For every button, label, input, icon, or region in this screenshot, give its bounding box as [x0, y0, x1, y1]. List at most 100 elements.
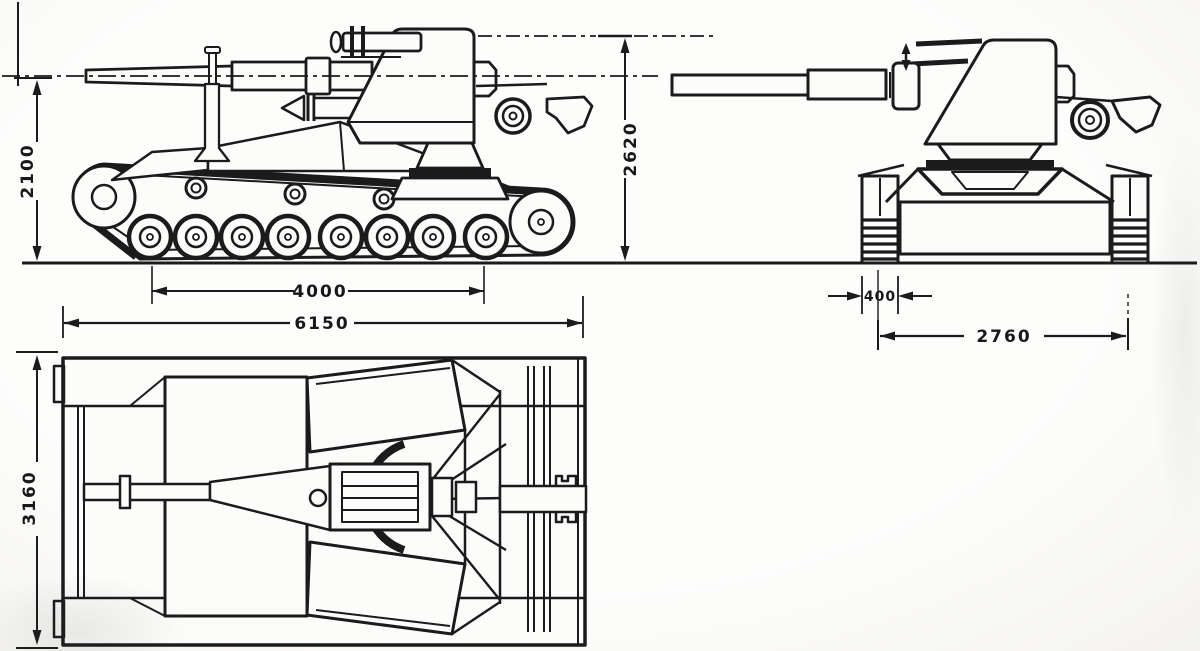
travel-lock-upper — [208, 51, 217, 85]
rear-step — [474, 60, 498, 98]
plan-rear-beam — [498, 474, 588, 524]
arrowhead-icon — [898, 291, 913, 301]
dimension-overall-width: 2760 — [877, 270, 1129, 350]
recoil-bar-lower — [911, 58, 969, 67]
recuperator-cone — [280, 94, 306, 122]
spade-outer-diag — [451, 600, 501, 636]
road-wheel — [465, 216, 507, 258]
recoil-bar-upper — [915, 38, 983, 47]
roof-box-brace — [129, 376, 166, 407]
tow-beam — [498, 484, 588, 514]
arrowhead-icon — [469, 286, 484, 296]
rear-wheel-ring — [1077, 107, 1103, 133]
dim-tick — [877, 318, 1129, 350]
rear-step — [1056, 64, 1076, 104]
travel-lock-cap — [204, 46, 221, 54]
gun-barrel-mid-section — [806, 68, 888, 101]
elevation-arrow-icon — [901, 43, 911, 71]
arrowhead-icon — [64, 318, 79, 328]
mount-block-rear — [454, 480, 478, 514]
arrowhead-icon — [567, 318, 582, 328]
road-wheel — [366, 216, 408, 258]
road-wheel — [267, 216, 309, 258]
idler-hub — [90, 183, 118, 211]
recoil-cylinder — [341, 31, 423, 53]
roof-box-brace — [129, 597, 166, 617]
front-bumper-tab — [52, 364, 66, 404]
return-roller — [184, 176, 208, 200]
gun-barrel — [82, 482, 212, 502]
rear-fender — [545, 95, 594, 135]
pedestal-collar — [926, 160, 1054, 169]
right-fender-plate — [1105, 163, 1153, 178]
plan-spade — [305, 358, 509, 636]
rear-fender — [1110, 95, 1162, 134]
road-wheel — [129, 216, 171, 258]
pedestal-base — [390, 176, 510, 201]
dimension-overall-height: 2620 — [598, 34, 641, 261]
pedestal-upper — [415, 141, 485, 170]
dimension-label-hull-height: 2100 — [18, 143, 38, 198]
rear-wheel-ring — [501, 104, 525, 128]
dimension-label-overall-length: 6150 — [294, 314, 349, 334]
side-track — [71, 162, 576, 261]
dim-extension-line — [62, 296, 584, 338]
top-view — [52, 356, 588, 647]
recoil-sled-rails — [342, 485, 418, 511]
dimension-track-contact-length: 4000 — [151, 266, 485, 304]
arrowhead-icon — [32, 80, 42, 95]
gun-shield — [923, 38, 1058, 146]
road-wheel — [175, 216, 217, 258]
road-wheel — [320, 216, 362, 258]
pedestal-base-inner — [951, 171, 1029, 190]
spade-lower-wing-line — [315, 609, 451, 627]
tow-clip-lower — [554, 512, 578, 524]
side-mount — [329, 26, 594, 201]
left-fender-plate — [857, 163, 905, 178]
arrowhead-icon — [880, 331, 895, 341]
fender-bracket — [1055, 95, 1113, 103]
sprocket-hub — [527, 208, 555, 236]
gun-barrel-muzzle-section — [670, 73, 810, 97]
hull-wedge-crease — [339, 121, 345, 172]
left-track-rungs — [862, 218, 898, 261]
front-view — [670, 38, 1162, 265]
left-slope-plate — [884, 167, 920, 204]
dimension-track-width: 400 — [828, 276, 932, 314]
rear-wheel — [1070, 100, 1110, 140]
sprocket-center — [537, 218, 545, 226]
front-mount — [670, 38, 1162, 146]
dimension-label-track-width: 400 — [864, 289, 896, 305]
elevation-gear — [308, 488, 328, 508]
travel-lock-post — [193, 82, 231, 163]
front-hull — [884, 142, 1115, 256]
hull-front-plate — [77, 406, 85, 598]
dimension-label-track-contact-length: 4000 — [292, 282, 347, 302]
right-slope-plate — [1061, 167, 1115, 204]
arrowhead-icon — [847, 291, 862, 301]
gun-shield — [346, 27, 476, 145]
front-bumper-tab — [52, 599, 66, 639]
mount-block — [430, 476, 454, 518]
dimension-label-overall-width: 2760 — [976, 327, 1031, 347]
barrel-collar — [118, 474, 132, 510]
arrowhead-icon — [620, 246, 630, 261]
fender-bracket — [475, 82, 548, 88]
idler-wheel — [71, 164, 137, 230]
dimension-label-plan-width: 3160 — [20, 470, 40, 525]
hull-box — [898, 200, 1112, 256]
road-wheel — [221, 216, 263, 258]
rear-wheel-hub — [508, 111, 518, 121]
arrowhead-icon — [32, 630, 42, 645]
drive-sprocket — [508, 189, 574, 255]
recoil-cylinder-knob — [329, 30, 343, 54]
dimension-overall-length: 6150 — [62, 296, 584, 338]
arrowhead-icon — [1111, 331, 1126, 341]
dimension-hull-height: 2100 — [14, 77, 52, 261]
arrowhead-icon — [32, 246, 42, 261]
pedestal-collar — [409, 168, 491, 178]
arrowhead-icon — [32, 355, 42, 370]
pedestal-upper — [936, 142, 1044, 162]
